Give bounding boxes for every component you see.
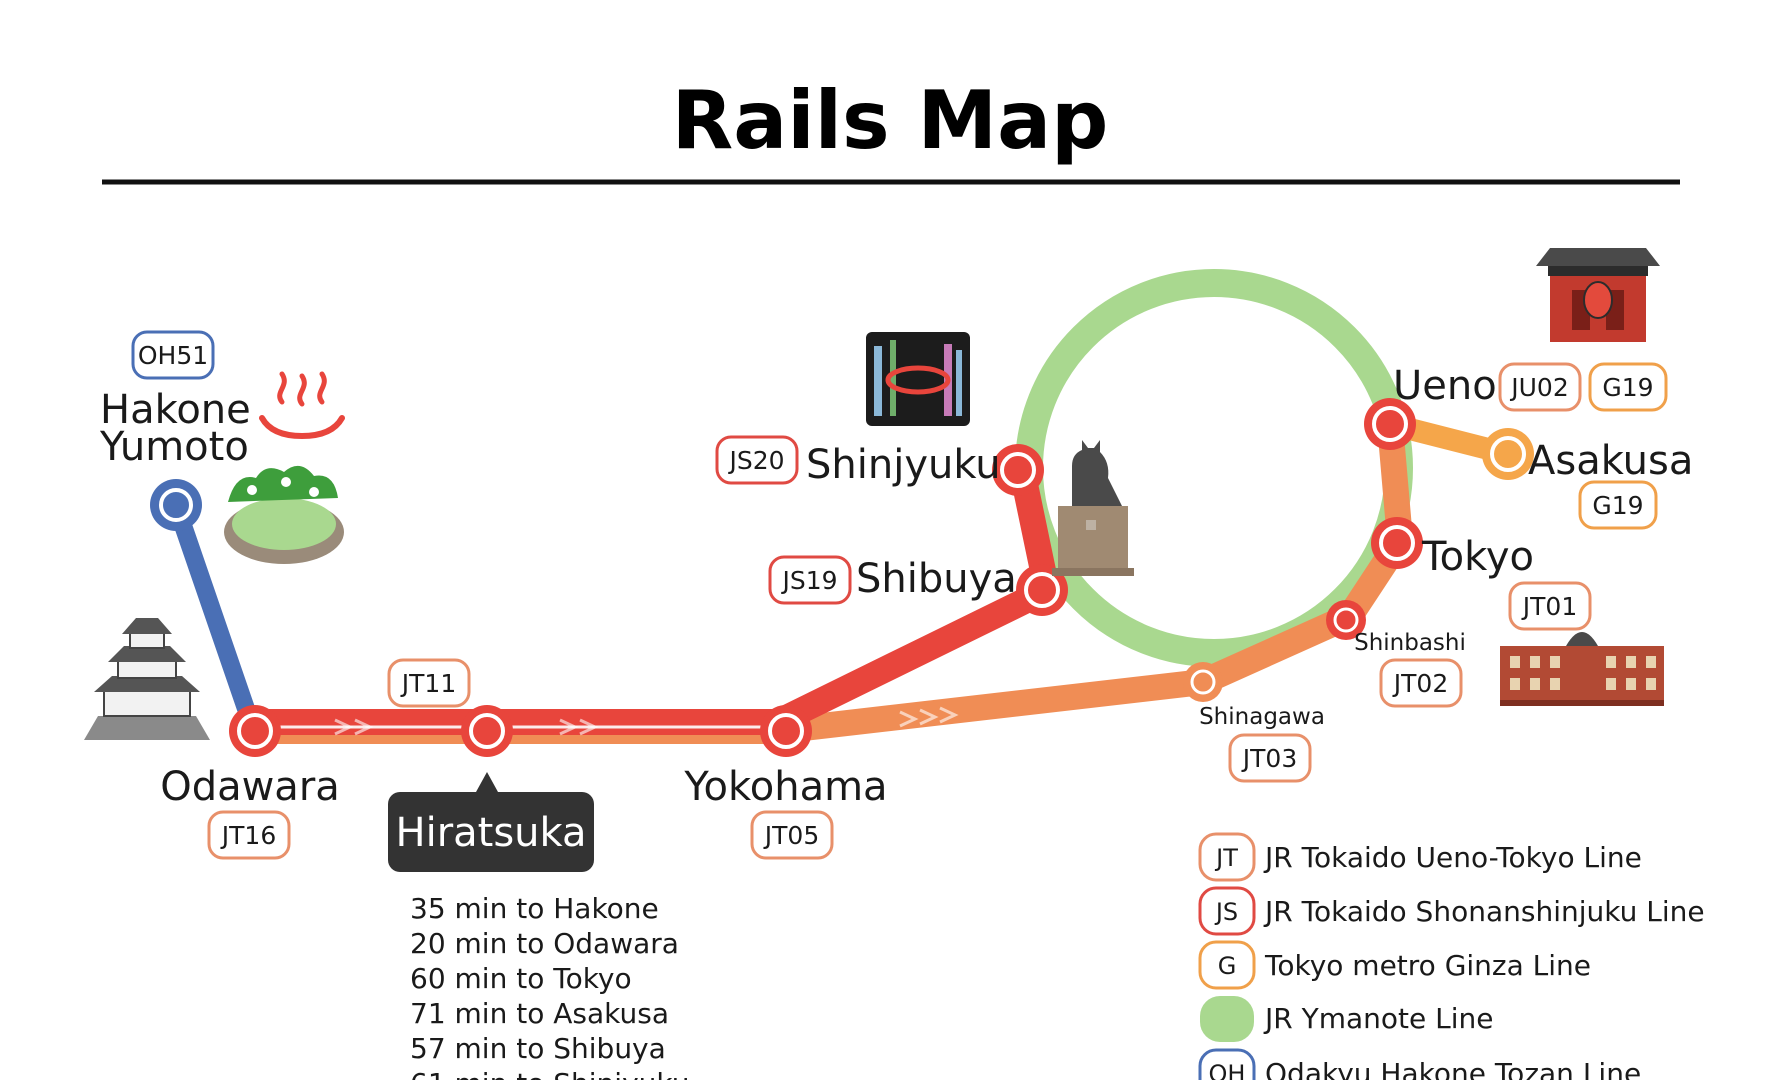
svg-text:JU02: JU02: [1509, 373, 1568, 402]
station-code-badge-jt16: JT16: [207, 810, 291, 860]
svg-text:JT02: JT02: [1392, 669, 1448, 698]
station-name-shinjyuku: Shinjyuku: [806, 442, 1001, 488]
station-marker-tokyo[interactable]: [1371, 517, 1423, 569]
js-line-track: [242, 457, 1060, 735]
station-code-badge-jt03: JT03: [1228, 733, 1312, 783]
station-name-asakusa: Asakusa: [1528, 438, 1693, 484]
station-code-badge-jt01: JT01: [1508, 581, 1592, 631]
station-code-badge-ju02: JU02: [1498, 362, 1582, 412]
station-marker-shinjyuku[interactable]: [992, 444, 1044, 496]
onsen-pool-icon: [224, 465, 344, 564]
station-marker-hiratsuka[interactable]: [461, 705, 513, 757]
svg-text:OH: OH: [1209, 1060, 1246, 1080]
svg-text:JS19: JS19: [780, 566, 837, 595]
station-name-hakone-yumoto-line1: Hakone: [100, 387, 251, 433]
station-code-badge-g19-asakusa: G19: [1578, 480, 1658, 530]
legend-item-yamanote: JR Ymanote Line: [1200, 996, 1493, 1042]
station-marker-shinbashi[interactable]: [1326, 600, 1366, 640]
travel-time-line: 61 min to Shinjyuku: [410, 1067, 689, 1080]
station-marker-asakusa[interactable]: [1482, 428, 1534, 480]
svg-text:JT03: JT03: [1241, 744, 1297, 773]
svg-text:JT: JT: [1214, 844, 1238, 872]
hot-spring-icon: [259, 371, 345, 440]
svg-text:Tokyo metro Ginza Line: Tokyo metro Ginza Line: [1264, 949, 1591, 982]
track-direction-arrows: [334, 706, 959, 736]
travel-time-line: 60 min to Tokyo: [410, 962, 632, 995]
station-name-tokyo: Tokyo: [1421, 534, 1534, 580]
station-marker-odawara[interactable]: [229, 705, 281, 757]
svg-text:JR Tokaido Shonanshinjuku Line: JR Tokaido Shonanshinjuku Line: [1263, 895, 1705, 928]
travel-time-line: 57 min to Shibuya: [410, 1032, 666, 1065]
tokyo-station-building-icon: [1500, 632, 1664, 706]
svg-text:G19: G19: [1602, 373, 1653, 402]
station-code-badge-oh51: OH51: [131, 330, 215, 380]
station-name-shibuya: Shibuya: [856, 556, 1017, 602]
svg-text:JT16: JT16: [220, 821, 276, 850]
station-code-badge-js19: JS19: [768, 555, 852, 605]
station-marker-hakone-yumoto[interactable]: [150, 479, 202, 531]
page-title: Rails Map: [672, 74, 1109, 167]
station-marker-shinagawa[interactable]: [1183, 662, 1223, 702]
svg-text:JT05: JT05: [763, 821, 819, 850]
legend-item-g: G Tokyo metro Ginza Line: [1198, 940, 1591, 990]
svg-text:JR Ymanote Line: JR Ymanote Line: [1263, 1002, 1493, 1035]
castle-icon: [84, 618, 210, 740]
station-marker-yokohama[interactable]: [760, 705, 812, 757]
legend: JT JR Tokaido Ueno-Tokyo Line JS JR Toka…: [1198, 832, 1705, 1080]
hachiko-statue-icon: [1052, 440, 1134, 576]
station-code-badge-g19-ueno: G19: [1588, 362, 1668, 412]
travel-time-line: 20 min to Odawara: [410, 927, 679, 960]
legend-item-jt: JT JR Tokaido Ueno-Tokyo Line: [1198, 832, 1642, 882]
legend-item-oh: OH Odakyu Hakone Tozan Line: [1198, 1048, 1641, 1080]
station-name-yokohama: Yokohama: [683, 764, 887, 810]
station-name-hakone-yumoto-line2: Yumoto: [99, 424, 249, 470]
svg-text:JR Tokaido Ueno-Tokyo Line: JR Tokaido Ueno-Tokyo Line: [1263, 841, 1642, 874]
station-name-ueno: Ueno: [1393, 363, 1497, 409]
station-marker-ueno[interactable]: [1364, 398, 1416, 450]
svg-text:OH51: OH51: [138, 341, 208, 370]
svg-text:JT01: JT01: [1521, 592, 1577, 621]
legend-item-js: JS JR Tokaido Shonanshinjuku Line: [1198, 886, 1705, 936]
station-name-shinagawa: Shinagawa: [1199, 704, 1325, 730]
svg-text:JT11: JT11: [400, 669, 456, 698]
station-marker-shibuya[interactable]: [1016, 564, 1068, 616]
station-name-odawara: Odawara: [160, 764, 340, 810]
svg-text:JS20: JS20: [727, 446, 784, 475]
svg-text:JS: JS: [1214, 898, 1238, 926]
station-code-badge-jt05: JT05: [750, 810, 834, 860]
kaminarimon-gate-icon: [1536, 248, 1660, 342]
travel-time-line: 35 min to Hakone: [410, 892, 659, 925]
hiratsuka-callout: Hiratsuka: [388, 772, 594, 872]
station-name-shinbashi: Shinbashi: [1354, 630, 1466, 656]
station-code-badge-js20: JS20: [715, 435, 799, 485]
shinjuku-building-icon: [866, 332, 970, 426]
hiratsuka-travel-times: 35 min to Hakone 20 min to Odawara 60 mi…: [410, 892, 689, 1080]
station-code-badge-jt11: JT11: [387, 658, 471, 708]
odakyu-line-track: [167, 496, 264, 744]
svg-text:Odakyu Hakone Tozan Line: Odakyu Hakone Tozan Line: [1265, 1057, 1641, 1080]
callout-station-name: Hiratsuka: [396, 810, 587, 856]
svg-text:G19: G19: [1592, 491, 1643, 520]
svg-text:G: G: [1218, 952, 1237, 980]
station-code-badge-jt02: JT02: [1379, 658, 1463, 708]
travel-time-line: 71 min to Asakusa: [410, 997, 669, 1030]
